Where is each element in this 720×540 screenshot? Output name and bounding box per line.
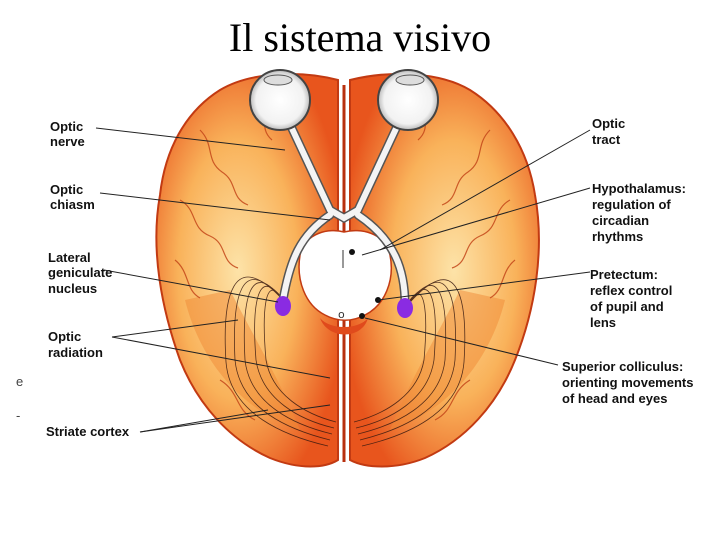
margin-mark: e bbox=[16, 374, 23, 389]
svg-text:o: o bbox=[338, 308, 345, 321]
right-eyeball bbox=[377, 69, 439, 131]
brain-illustration: o bbox=[155, 69, 540, 468]
left-eyeball bbox=[249, 69, 311, 131]
slide-title: Il sistema visivo bbox=[228, 15, 492, 60]
margin-mark: - bbox=[16, 408, 20, 423]
left-hemisphere bbox=[155, 73, 339, 468]
left-lateral-geniculate-nucleus bbox=[275, 296, 291, 316]
right-hemisphere bbox=[349, 73, 540, 468]
label-striate-cortex: Striate cortex bbox=[46, 424, 130, 439]
leader-lines bbox=[95, 127, 591, 433]
right-lateral-geniculate-nucleus bbox=[397, 298, 413, 318]
